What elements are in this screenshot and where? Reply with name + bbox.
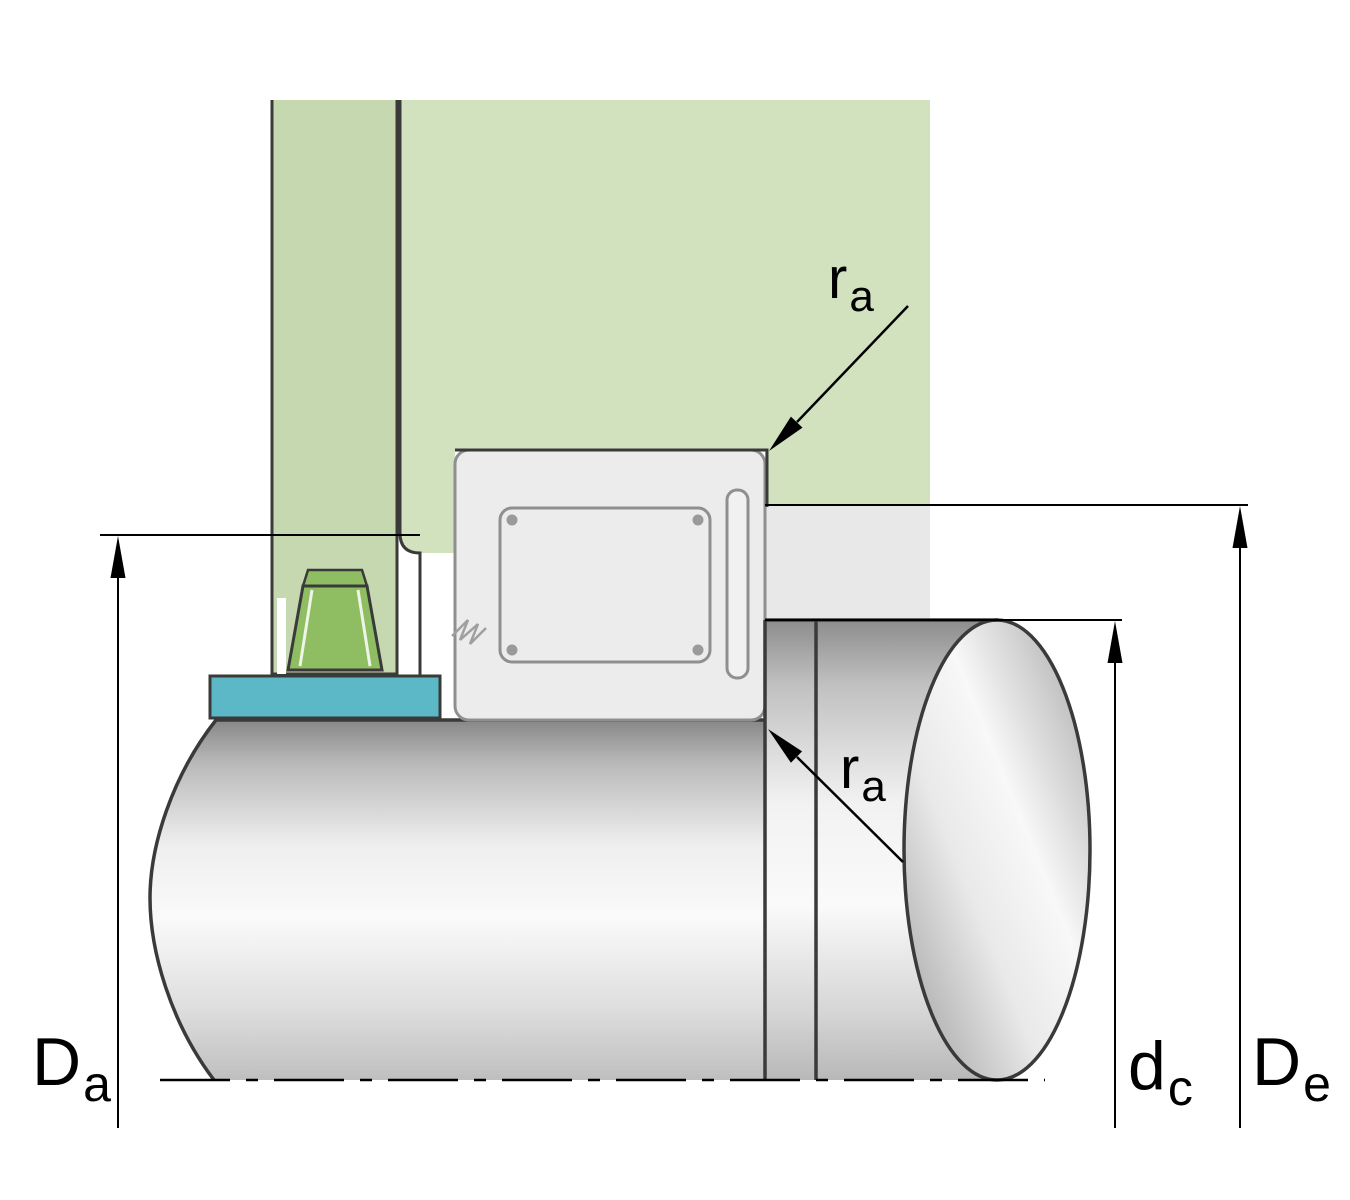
label-De: De — [1252, 1028, 1331, 1109]
break-mark — [451, 619, 487, 645]
cage-dot — [692, 644, 704, 656]
label-Da: Da — [32, 1028, 111, 1109]
locking-clip-highlight — [298, 589, 372, 667]
arrowhead-ra-bottom — [768, 729, 803, 763]
label-dc: dc — [1128, 1032, 1193, 1113]
locking-clip — [286, 584, 384, 672]
end-cover — [270, 100, 399, 676]
leader-ra-top — [796, 305, 909, 423]
spacer-ring — [765, 505, 930, 620]
guide-pin — [725, 488, 750, 680]
label-Da-main: D — [32, 1024, 82, 1100]
collar-end-face — [902, 618, 1092, 1082]
label-ra-bottom: ra — [840, 740, 886, 809]
arrowhead-De — [1232, 506, 1248, 548]
label-ra-top-main: r — [828, 246, 848, 311]
label-ra-top-sub: a — [849, 272, 874, 321]
housing — [400, 100, 930, 553]
label-ra-bottom-main: r — [840, 736, 860, 801]
label-De-sub: e — [1303, 1056, 1331, 1112]
housing-bore-line — [455, 448, 769, 507]
cage-dot — [506, 644, 518, 656]
cage-dot — [506, 514, 518, 526]
shaft — [150, 720, 765, 1080]
label-De-main: D — [1252, 1024, 1302, 1100]
arrowhead-dc — [1107, 621, 1123, 663]
end-cover-slot — [277, 598, 286, 674]
label-ra-bottom-sub: a — [861, 762, 886, 811]
roller — [498, 506, 712, 664]
shaft-outline — [148, 718, 765, 1082]
label-Da-sub: a — [83, 1056, 111, 1112]
label-ra-top: ra — [828, 250, 874, 319]
adapter-sleeve — [208, 674, 442, 720]
leader-ra-bottom — [796, 756, 904, 863]
cage-dot — [692, 514, 704, 526]
label-dc-main: d — [1128, 1028, 1166, 1104]
arrowhead-ra-top — [769, 416, 803, 451]
dimensions — [100, 305, 1248, 1128]
locking-clip-top — [301, 568, 369, 588]
housing-step-outline — [398, 100, 422, 676]
label-dc-sub: c — [1167, 1060, 1193, 1116]
bearing — [451, 448, 767, 722]
arrowhead-Da — [110, 536, 126, 578]
